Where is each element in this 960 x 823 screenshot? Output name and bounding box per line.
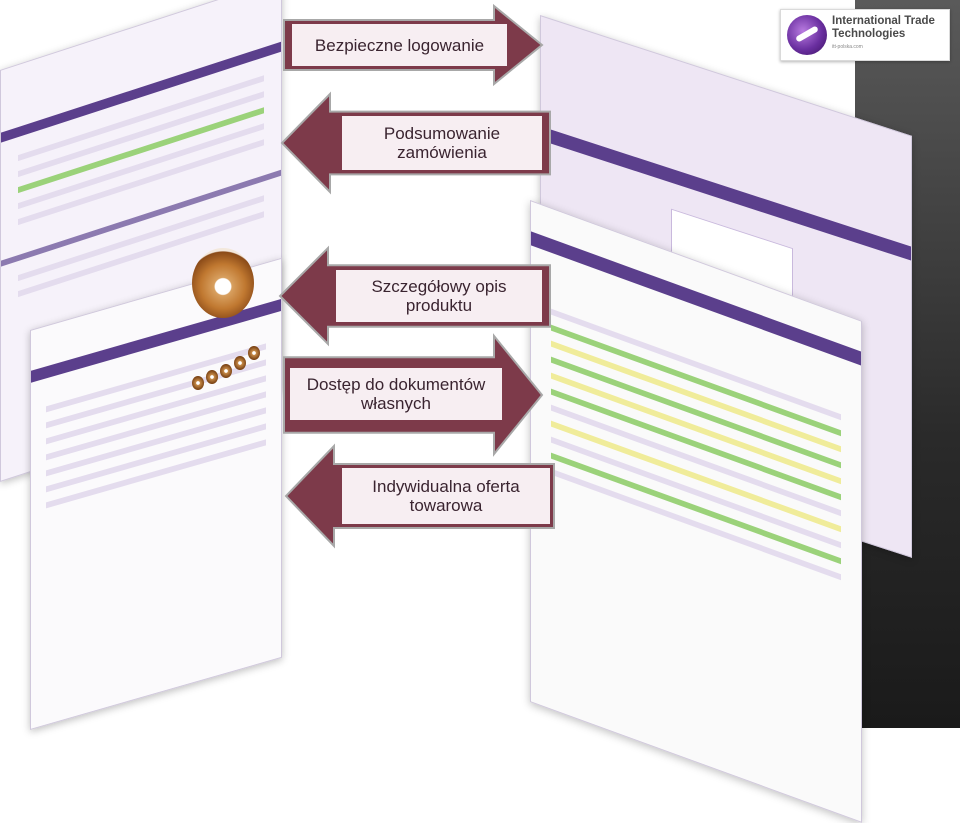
arrow-right-icon — [283, 333, 544, 457]
company-logo: International Trade Technologies itt-pol… — [780, 9, 950, 61]
arrow-label-background — [336, 270, 542, 322]
arrow-secure-login: Bezpieczne logowanie — [283, 3, 544, 87]
arrow-label: Podsumowanie zamówienia — [383, 124, 501, 162]
logo-name-line1: International Trade — [832, 15, 935, 27]
arrow-document-access: Dostęp do dokumentów własnych — [283, 333, 544, 457]
arrow-left-icon — [278, 245, 551, 347]
logo-url: itt-polska.com — [832, 44, 863, 50]
arrow-individual-offer: Indywidualna oferta towarowa — [284, 443, 555, 549]
arrow-label-background — [342, 116, 542, 170]
product-thumbnail — [248, 346, 260, 360]
arrow-label-background — [290, 368, 502, 420]
arrow-right-icon — [283, 3, 544, 87]
arrow-label-background — [292, 24, 507, 66]
arrow-left-icon — [280, 91, 551, 195]
arrow-order-summary: Podsumowanie zamówienia — [280, 91, 551, 195]
itt-logo-icon — [787, 15, 827, 55]
arrow-label: Bezpieczne logowanie — [314, 35, 485, 55]
arrow-left-icon — [284, 443, 555, 549]
arrow-label: Indywidualna oferta towarowa — [372, 477, 520, 515]
documents-screenshot — [30, 257, 282, 730]
product-thumbnail — [220, 364, 232, 378]
product-thumbnail — [192, 376, 204, 390]
screenshot-collage — [0, 0, 912, 823]
product-thumbnail — [234, 356, 246, 370]
arrow-label: Dostęp do dokumentów własnych — [306, 375, 486, 413]
arrow-product-description: Szczegółowy opis produktu — [278, 245, 551, 347]
product-thumbnail — [206, 370, 218, 384]
arrow-label: Szczegółowy opis produktu — [371, 277, 507, 315]
logo-name-line2: Technologies — [832, 28, 906, 40]
product-donut-image — [192, 248, 254, 318]
arrow-label-background — [342, 468, 550, 524]
